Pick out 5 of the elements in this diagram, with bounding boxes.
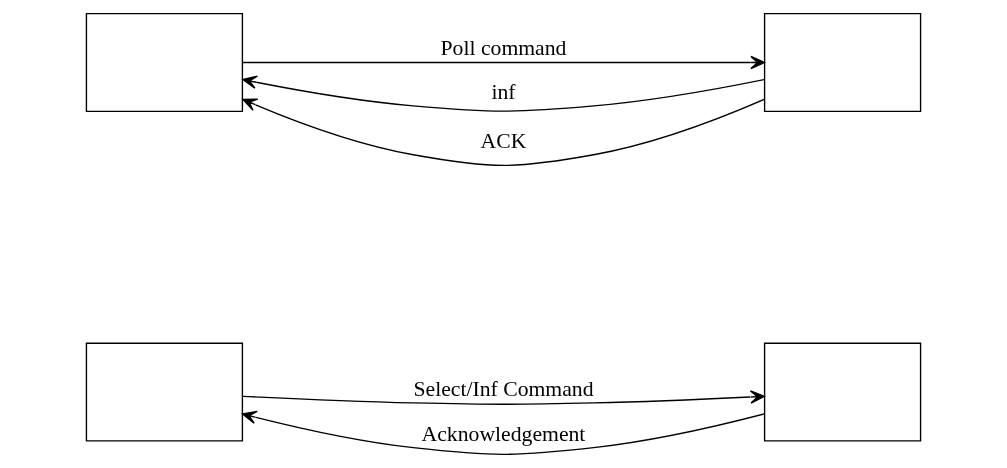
edge-label: Select/Inf Command [413, 376, 594, 401]
edge-label: Poll command [440, 36, 567, 61]
edge-label: ACK [480, 128, 527, 153]
edge-label: inf [491, 79, 516, 104]
edge-label: Acknowledgement [421, 421, 586, 446]
